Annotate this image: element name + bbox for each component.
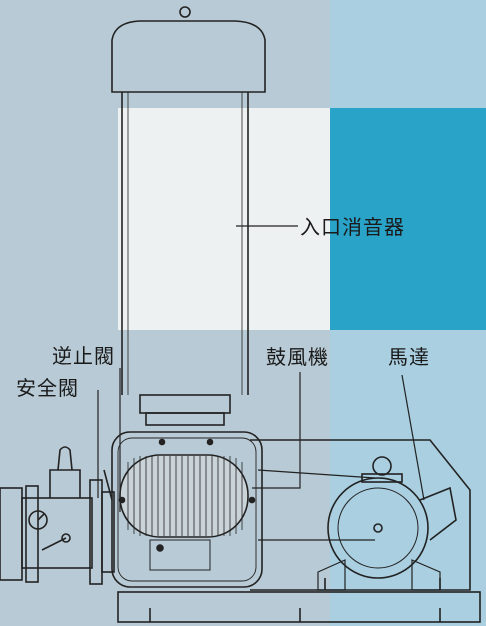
silencer-cap [111,20,266,93]
safety-valve-top [57,446,73,471]
label-check-valve: 逆止閥 [52,344,115,368]
background-panel-white [118,108,330,330]
base-skid [117,591,481,623]
leader-motor [401,374,425,501]
label-safety-valve: 安全閥 [16,376,79,400]
motor [317,456,457,591]
label-inlet-silencer: 入口消音器 [300,215,405,239]
motor-lifting-eye [372,456,392,476]
safety-valve-body [49,469,81,498]
label-blower: 鼓風機 [266,345,329,369]
leader-blower [252,372,301,489]
base-frame [117,439,481,623]
motor-body [327,477,429,579]
lifting-eye [179,6,191,18]
motor-shaft [373,523,383,533]
belt-guard [250,439,471,591]
leader-lines [97,225,425,512]
valve-assembly [0,446,115,585]
drive-belt [257,469,376,541]
inlet-silencer [111,6,266,426]
label-motor: 馬達 [388,345,430,369]
terminal-box [419,486,457,541]
background-panel-cyan [330,108,486,330]
blower-housing [111,431,263,588]
blower-grille [119,454,249,538]
pressure-gauge [28,510,48,530]
blower [111,431,263,588]
